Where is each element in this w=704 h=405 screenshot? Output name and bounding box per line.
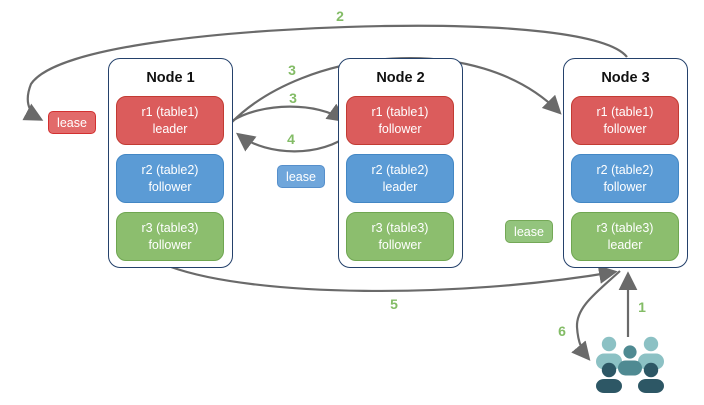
arrow-step5-node1-to-node3 bbox=[170, 265, 618, 293]
replica-name: r2 (table2) bbox=[371, 163, 429, 177]
node-1-replica-r2: r2 (table2) follower bbox=[116, 154, 224, 203]
arrow-step2-node3-to-lease bbox=[22, 24, 628, 121]
users-group-icon bbox=[596, 336, 664, 393]
node-3-replica-r1: r1 (table1) follower bbox=[571, 96, 679, 145]
node-1-replica-r3: r3 (table3) follower bbox=[116, 212, 224, 261]
step-label-1: 1 bbox=[638, 299, 646, 315]
step-label-3b: 3 bbox=[289, 90, 297, 106]
step-label-3a: 3 bbox=[288, 62, 296, 78]
step-label-6: 6 bbox=[558, 323, 566, 339]
arrow-step6-node3-to-clients bbox=[571, 270, 621, 361]
replica-role: follower bbox=[148, 237, 192, 252]
replica-name: r2 (table2) bbox=[141, 163, 199, 177]
step-label-4: 4 bbox=[287, 131, 295, 147]
replica-role: leader bbox=[607, 237, 643, 252]
replica-role: leader bbox=[152, 121, 188, 136]
lease-tag-table3: lease bbox=[505, 220, 553, 243]
replica-role: follower bbox=[603, 179, 647, 194]
node-3-title: Node 3 bbox=[601, 70, 650, 86]
node-3-replica-r3: r3 (table3) leader bbox=[571, 212, 679, 261]
node-card-1: Node 1 r1 (table1) leader r2 (table2) fo… bbox=[108, 58, 233, 268]
node-3-replica-r2: r2 (table2) follower bbox=[571, 154, 679, 203]
replica-role: follower bbox=[603, 121, 647, 136]
replica-name: r3 (table3) bbox=[371, 221, 429, 235]
node-2-title: Node 2 bbox=[376, 70, 425, 86]
node-1-title: Node 1 bbox=[146, 70, 195, 86]
arrow-step3-leader-to-node2 bbox=[231, 103, 347, 123]
lease-tag-table2: lease bbox=[277, 165, 325, 188]
replica-role: follower bbox=[378, 237, 422, 252]
replica-role: leader bbox=[382, 179, 418, 194]
replica-name: r1 (table1) bbox=[596, 105, 654, 119]
step-label-2: 2 bbox=[336, 8, 344, 24]
replica-role: follower bbox=[378, 121, 422, 136]
replica-name: r2 (table2) bbox=[596, 163, 654, 177]
step-label-5: 5 bbox=[390, 296, 398, 312]
node-2-replica-r2: r2 (table2) leader bbox=[346, 154, 454, 203]
node-2-replica-r3: r3 (table3) follower bbox=[346, 212, 454, 261]
node-card-2: Node 2 r1 (table1) follower r2 (table2) … bbox=[338, 58, 463, 268]
node-1-replica-r1: r1 (table1) leader bbox=[116, 96, 224, 145]
replica-name: r3 (table3) bbox=[141, 221, 199, 235]
lease-tag-table1: lease bbox=[48, 111, 96, 134]
replica-role: follower bbox=[148, 179, 192, 194]
replica-name: r1 (table1) bbox=[371, 105, 429, 119]
replica-name: r1 (table1) bbox=[141, 105, 199, 119]
node-2-replica-r1: r1 (table1) follower bbox=[346, 96, 454, 145]
node-card-3: Node 3 r1 (table1) follower r2 (table2) … bbox=[563, 58, 688, 268]
replica-name: r3 (table3) bbox=[596, 221, 654, 235]
